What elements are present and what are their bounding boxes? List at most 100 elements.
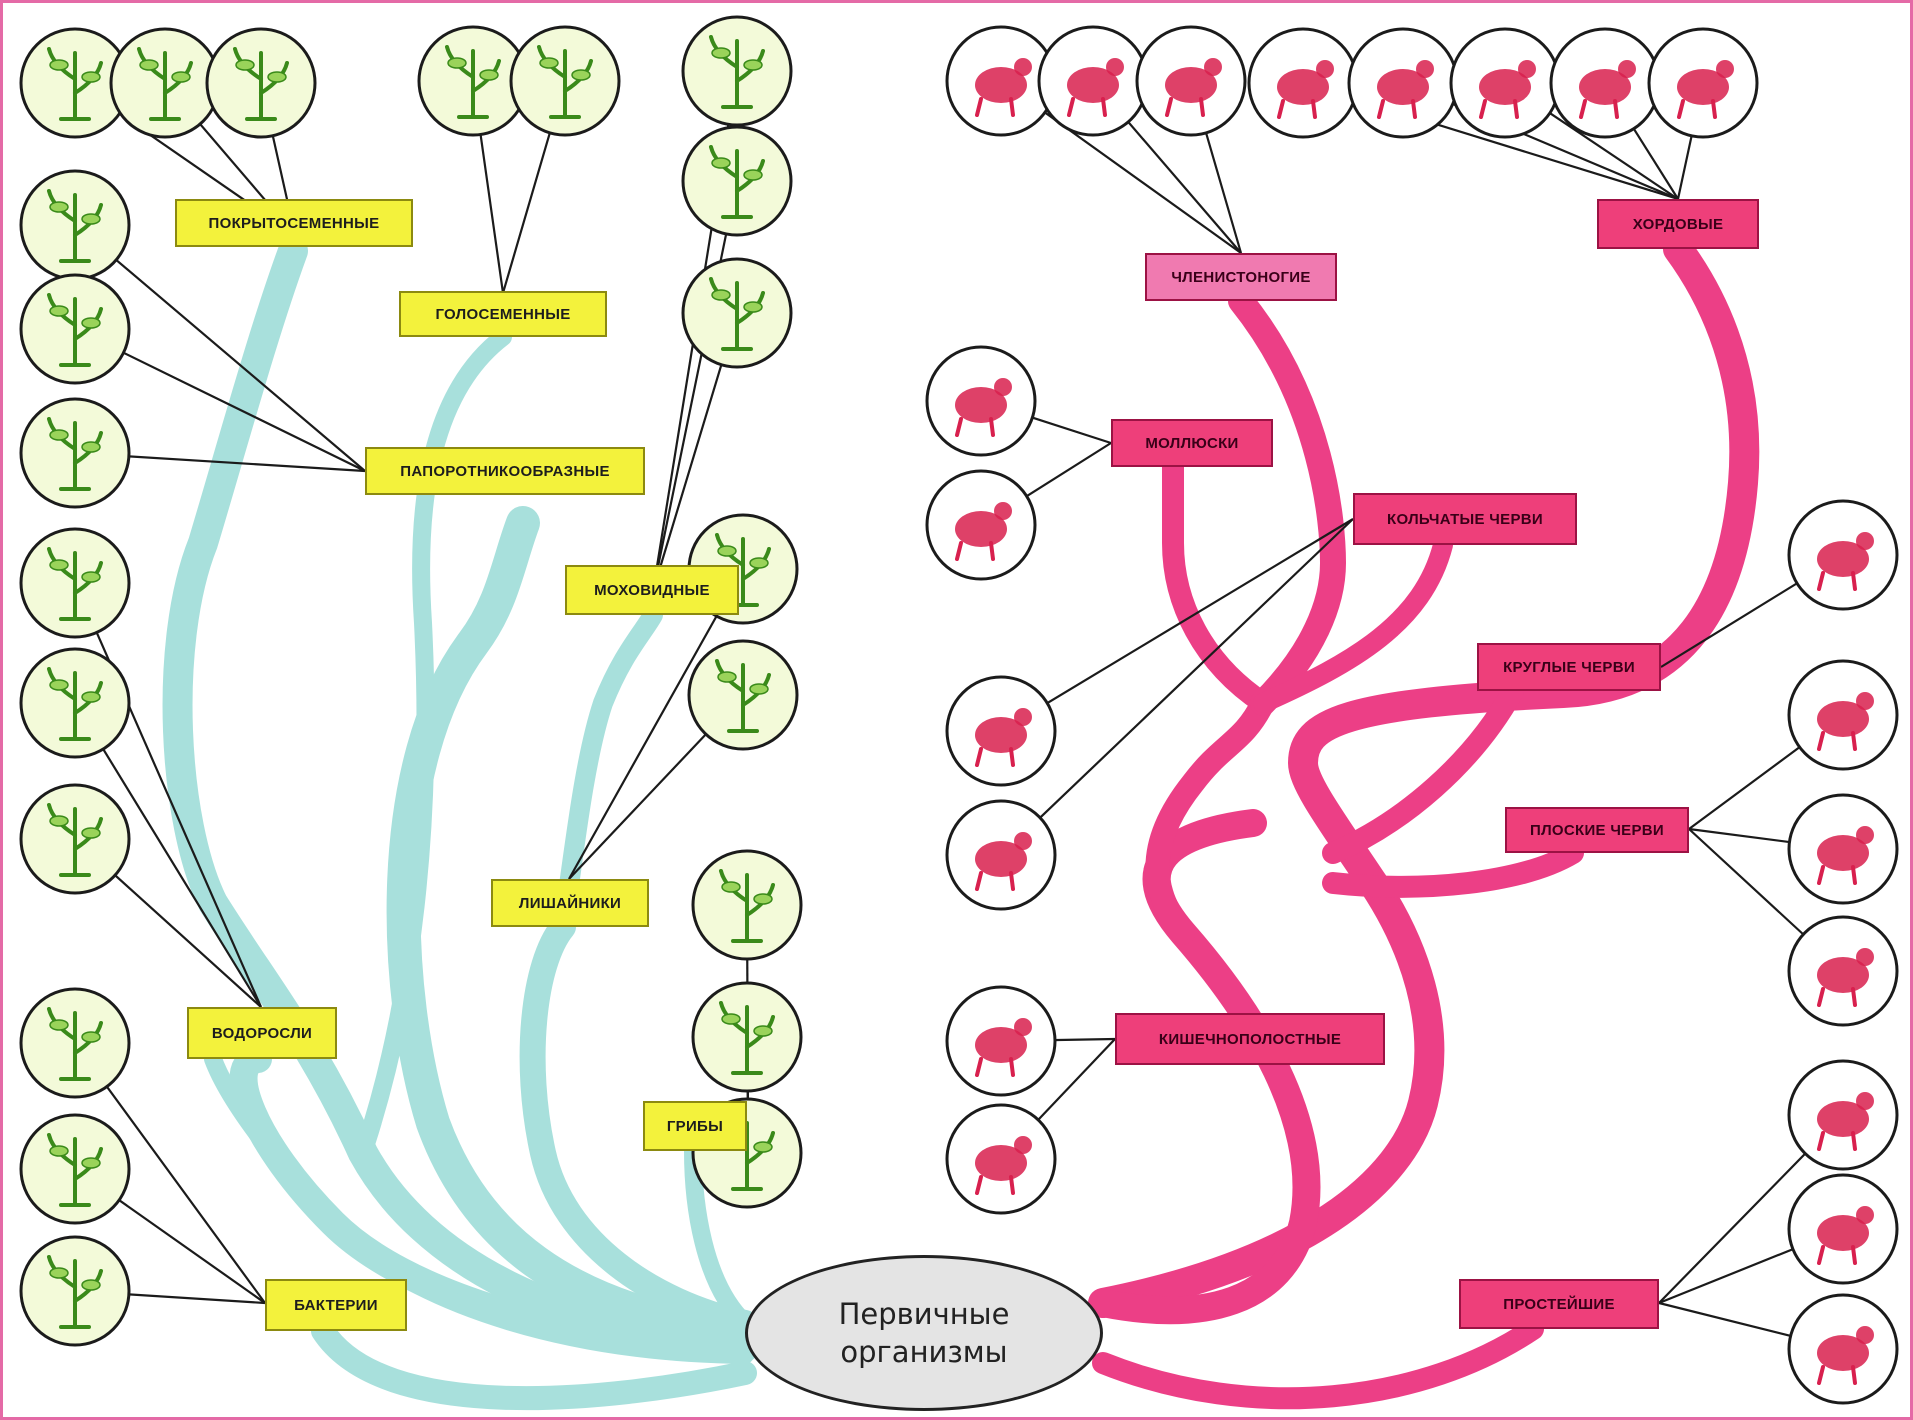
organism-glyph-head — [1204, 58, 1222, 76]
filament-alga-icon — [19, 647, 131, 759]
organism-glyph — [975, 1027, 1027, 1063]
organism-glyph-leaf — [753, 1141, 773, 1153]
organism-glyph-leaf — [49, 305, 69, 317]
moss-shoots-icon — [681, 15, 793, 127]
organism-circles — [19, 15, 1899, 1405]
mushroom-icon — [691, 849, 803, 961]
organism-glyph-leaf — [479, 69, 499, 81]
branch-chordates — [1088, 234, 1760, 1318]
organism-glyph-leaf — [267, 71, 287, 83]
organism-glyph-head — [994, 502, 1012, 520]
organism-glyph-leaf — [171, 71, 191, 83]
organism-glyph — [955, 511, 1007, 547]
organism-glyph-leaf — [49, 559, 69, 571]
organism-glyph — [975, 1145, 1027, 1181]
cereal-icon — [205, 27, 317, 139]
label-cnidarians: КИШЕЧНОПОЛОСТНЫЕ — [1115, 1013, 1385, 1065]
chlamydomonas-icon — [19, 783, 131, 895]
organism-glyph-leaf — [711, 157, 731, 169]
label-molluscs: МОЛЛЮСКИ — [1111, 419, 1273, 467]
connector-line — [568, 568, 744, 880]
organism-glyph-head — [1618, 60, 1636, 78]
organism-glyph-limbs — [1817, 865, 1857, 885]
label-flatworms: ПЛОСКИЕ ЧЕРВИ — [1505, 807, 1689, 853]
snail-icon — [925, 469, 1037, 581]
organism-glyph-leaf — [717, 671, 737, 683]
label-algae: ВОДОРОСЛИ — [187, 1007, 337, 1059]
organism-glyph-head — [1856, 1326, 1874, 1344]
organism-glyph-leaf — [721, 881, 741, 893]
connector-line — [1000, 518, 1354, 856]
organism-glyph-limbs — [1817, 731, 1857, 751]
organism-glyph-leaf — [139, 59, 159, 71]
cladonia-lichen-icon — [687, 639, 799, 751]
connector-line — [74, 702, 262, 1008]
organism-glyph-leaf — [49, 59, 69, 71]
organism-glyph-limbs — [1817, 987, 1857, 1007]
fish-icon — [1247, 27, 1359, 139]
frog-icon — [1347, 27, 1459, 139]
branch-angiosperms — [162, 236, 760, 1358]
branch-gymnosperms — [354, 328, 512, 1162]
fluke-icon — [1787, 793, 1899, 905]
organism-glyph-limbs — [975, 747, 1015, 767]
organism-glyph — [1277, 69, 1329, 105]
planaria-icon — [1787, 659, 1899, 771]
organism-glyph-leaf — [539, 57, 559, 69]
organism-glyph-leaf — [753, 1025, 773, 1037]
organism-glyph-leaf — [81, 691, 101, 703]
branch-protozoa — [1092, 1318, 1544, 1410]
label-arthropods: ЧЛЕНИСТОНОГИЕ — [1145, 253, 1337, 301]
moss-stem-icon — [681, 257, 793, 369]
organism-glyph-leaf — [447, 57, 467, 69]
organism-glyph — [1817, 835, 1869, 871]
connector-line — [651, 180, 739, 592]
branch-annelids — [1253, 535, 1453, 713]
phylogenetic-tree — [19, 15, 1899, 1411]
label-fungi: ГРИБЫ — [643, 1101, 747, 1151]
root-label-line2: организмы — [840, 1335, 1008, 1369]
flagellate-bacteria-icon — [19, 1235, 131, 1347]
organism-glyph-head — [1014, 832, 1032, 850]
organism-glyph — [1817, 701, 1869, 737]
chain-bacteria-icon — [19, 1113, 131, 1225]
label-mosses: МОХОВИДНЫЕ — [565, 565, 739, 615]
euglena-icon — [1787, 1173, 1899, 1285]
branch-algae-b — [204, 1050, 754, 1364]
organism-glyph-limbs — [1817, 571, 1857, 591]
bird-icon — [1549, 27, 1661, 139]
label-roundworms: КРУГЛЫЕ ЧЕРВИ — [1477, 643, 1661, 691]
seaweed-icon — [19, 527, 131, 639]
branch-layer — [162, 234, 1760, 1411]
organism-glyph-head — [1856, 826, 1874, 844]
organism-glyph-limbs — [955, 417, 995, 437]
organism-glyph — [1817, 1335, 1869, 1371]
label-gymnosperms: ГОЛОСЕМЕННЫЕ — [399, 291, 607, 337]
roundworm-icon — [1787, 499, 1899, 611]
organism-glyph — [1479, 69, 1531, 105]
label-protozoa: ПРОСТЕЙШИЕ — [1459, 1279, 1659, 1329]
organism-glyph-leaf — [81, 827, 101, 839]
organism-glyph — [975, 717, 1027, 753]
connector-line — [1000, 518, 1354, 732]
organism-glyph-limbs — [1277, 99, 1317, 119]
organism-glyph — [1677, 69, 1729, 105]
tapeworm-icon — [1787, 915, 1899, 1027]
organism-glyph-leaf — [749, 683, 769, 695]
organism-glyph-leaf — [81, 571, 101, 583]
organism-glyph-head — [1014, 1018, 1032, 1036]
organism-glyph — [1067, 67, 1119, 103]
connector-line — [73, 582, 263, 1008]
organism-glyph-head — [1106, 58, 1124, 76]
organism-glyph-limbs — [975, 97, 1015, 117]
organism-glyph-leaf — [49, 1145, 69, 1157]
mucor-mold-icon — [691, 981, 803, 1093]
organism-glyph-limbs — [1377, 99, 1417, 119]
branch-main-animal — [1145, 691, 1275, 945]
organism-glyph — [1817, 541, 1869, 577]
organism-glyph-leaf — [49, 429, 69, 441]
organism-glyph — [1817, 957, 1869, 993]
organism-glyph-head — [1416, 60, 1434, 78]
root-node-primary-organisms: Первичные организмы — [745, 1255, 1103, 1411]
organism-glyph-leaf — [49, 201, 69, 213]
